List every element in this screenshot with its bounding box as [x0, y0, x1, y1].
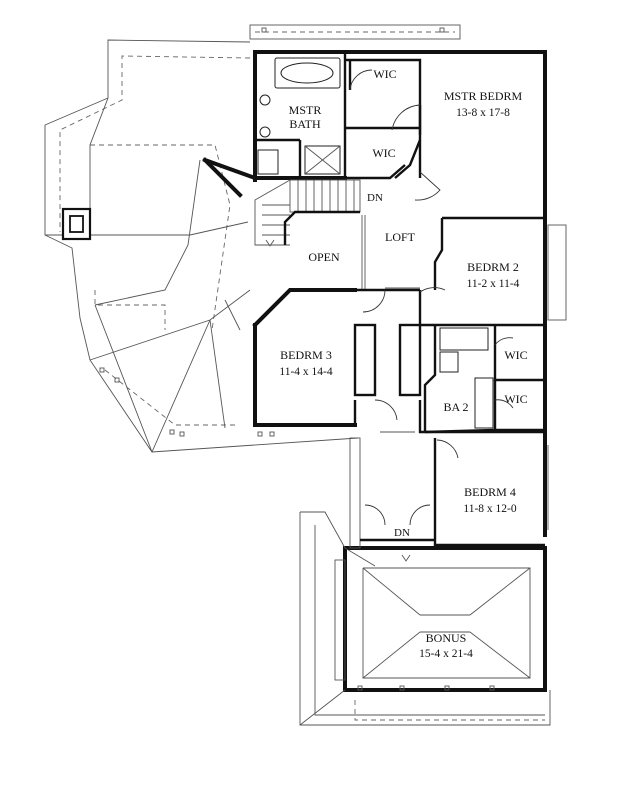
- mstr-bath-label-2: BATH: [289, 117, 321, 131]
- bonus-room: [299, 511, 551, 726]
- master-bath-walls: [255, 52, 422, 180]
- stair-down-bonus-label: DN: [394, 527, 410, 539]
- ba2-label: BA 2: [443, 400, 468, 414]
- wic-bed4-label: WIC: [504, 392, 527, 406]
- stair-down-label: DN: [367, 192, 383, 204]
- mstr-bedrm-dim: 13-8 x 17-8: [456, 107, 510, 119]
- wic-master-top-label: WIC: [373, 67, 396, 81]
- bedrm4-label: BEDRM 4: [464, 485, 516, 499]
- bedrm3-dim: 11-4 x 14-4: [279, 366, 332, 378]
- hall-walls: [353, 287, 545, 434]
- bedrm2-dim: 11-2 x 11-4: [467, 278, 520, 290]
- room-labels: MSTR BEDRM 13-8 x 17-8 MSTR BATH WIC WIC…: [279, 67, 527, 660]
- exterior-walls: [202, 50, 547, 692]
- chimney-icon: [61, 207, 92, 241]
- bedrm3-label: BEDRM 3: [280, 348, 332, 362]
- loft-label: LOFT: [385, 230, 416, 244]
- roof-top-eave: [249, 24, 461, 40]
- stairs: [254, 179, 361, 247]
- bonus-dim: 15-4 x 21-4: [419, 648, 473, 660]
- wic-bed2-label: WIC: [504, 348, 527, 362]
- master-bath-fixtures: [257, 57, 421, 175]
- loft-walls: [361, 171, 545, 290]
- bedrm2-label: BEDRM 2: [467, 260, 519, 274]
- bedrm4-dim: 11-8 x 12-0: [463, 503, 516, 515]
- bedroom4-walls: [349, 437, 549, 562]
- mstr-bath-label-1: MSTR: [289, 103, 322, 117]
- open-label: OPEN: [308, 250, 340, 264]
- roof-outline: [44, 39, 359, 453]
- wic-master-bottom-label: WIC: [372, 146, 395, 160]
- bath2-fixtures: [439, 327, 494, 429]
- mstr-bedrm-label: MSTR BEDRM: [444, 89, 523, 103]
- bonus-label: BONUS: [426, 631, 467, 645]
